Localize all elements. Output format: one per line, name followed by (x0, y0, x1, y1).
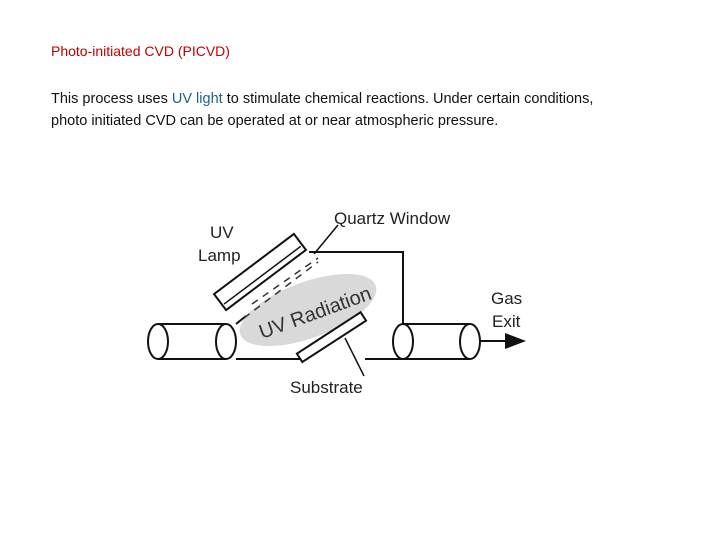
slide-paragraph: This process uses UV light to stimulate … (51, 88, 611, 132)
uv-lamp-label-line2: Lamp (198, 246, 241, 265)
inlet-tube (147, 323, 237, 360)
uv-radiation-beam (239, 273, 377, 347)
uv-lamp-label-line1: UV (210, 223, 234, 242)
outlet-tube (392, 323, 481, 360)
gas-exit-label-line2: Exit (492, 312, 521, 331)
reaction-chamber (235, 251, 404, 360)
uv-light-highlight: UV light (171, 91, 223, 107)
paragraph-text-before: This process uses (51, 91, 172, 107)
substrate-plate (295, 310, 368, 364)
substrate-pointer (344, 337, 365, 377)
substrate-label: Substrate (290, 378, 363, 397)
uv-lamp (212, 232, 308, 312)
paragraph-text-after: to stimulate chemical reactions. Under c… (51, 91, 594, 129)
quartz-window-label: Quartz Window (334, 209, 451, 228)
slide-title: Photo-initiated CVD (PICVD) (51, 43, 230, 59)
quartz-window-pointer (313, 224, 339, 255)
gas-exit-arrow (480, 333, 526, 349)
gas-exit-label-line1: Gas (491, 289, 522, 308)
radiation-dash-lines (243, 257, 319, 319)
